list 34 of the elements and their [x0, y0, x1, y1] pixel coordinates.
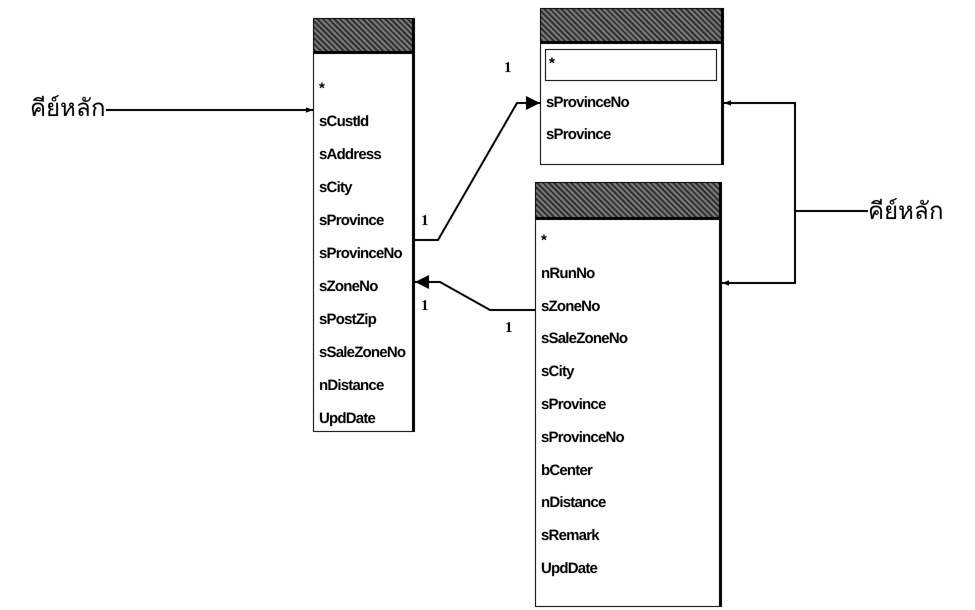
field-name: bCenter: [541, 460, 592, 481]
field-name: sProvinceNo: [546, 93, 629, 113]
field-name: sCustId: [319, 112, 368, 132]
table-box: [540, 8, 724, 165]
arrow: [722, 210, 868, 286]
field-name: nRunNo: [541, 264, 595, 284]
field-name: sProvince: [541, 395, 606, 415]
table-box: [535, 182, 722, 607]
field-name: sProvinceNo: [541, 428, 624, 448]
field-name: sAddress: [319, 145, 381, 165]
arrow: [106, 107, 313, 113]
field-name: nDistance: [319, 376, 384, 396]
table-box: [313, 18, 415, 432]
arrow: [415, 96, 540, 241]
field-name: sCity: [541, 362, 574, 382]
field-name: sCity: [319, 178, 352, 198]
field-name: sSaleZoneNo: [541, 329, 628, 350]
field-name: sProvince: [546, 125, 611, 145]
field-name: sProvince: [319, 211, 384, 231]
field-name: UpdDate: [541, 559, 598, 579]
field-name: sPostZip: [319, 310, 376, 330]
field-name: *: [319, 79, 324, 99]
key-label: คีย์หลัก: [30, 93, 106, 123]
field-name: sRemark: [541, 526, 599, 546]
field-name: sSaleZoneNo: [319, 343, 406, 363]
field-row: *: [545, 49, 717, 81]
field-name: sZoneNo: [541, 296, 600, 317]
field-name: sZoneNo: [319, 277, 378, 297]
arrow: [415, 275, 535, 311]
field-name: *: [541, 231, 546, 251]
field-name: sProvinceNo: [319, 244, 402, 264]
field-name: UpdDate: [319, 409, 376, 429]
field-name: nDistance: [541, 493, 606, 514]
key-label: คีย์หลัก: [868, 196, 944, 226]
